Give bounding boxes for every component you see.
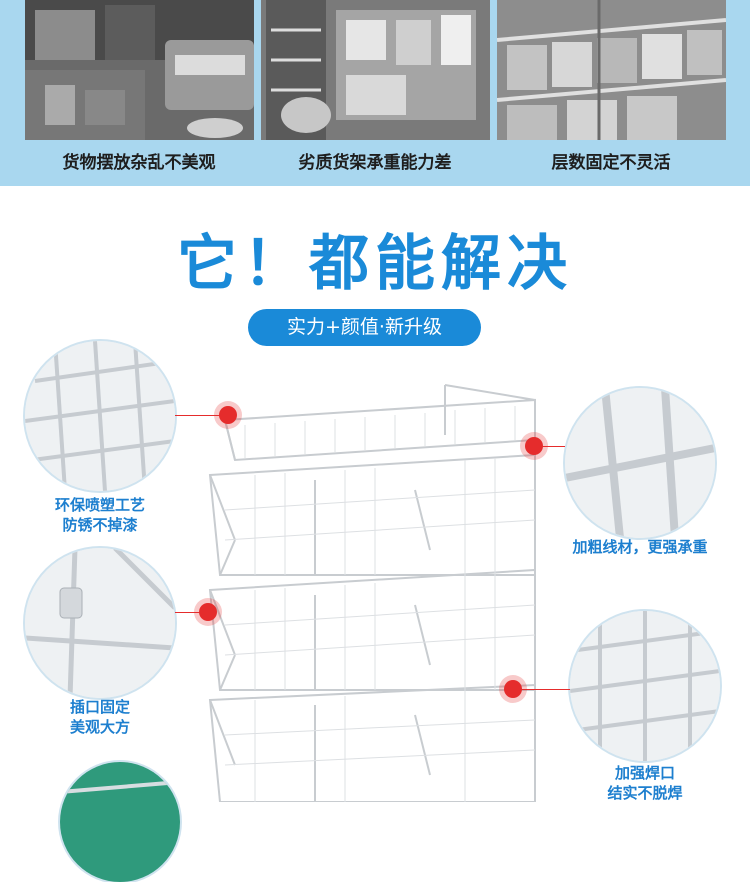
problem-caption-2: 劣质货架承重能力差 — [298, 153, 452, 173]
coating-detail-circle — [25, 341, 175, 491]
weld-detail-circle — [570, 611, 720, 761]
problem-caption-1: 货物摆放杂乱不美观 — [62, 153, 216, 173]
marker-line-4 — [520, 689, 570, 690]
base-detail-circle — [60, 762, 180, 882]
marker-dot-2 — [525, 437, 543, 455]
cluttered-shelf-photo — [25, 0, 254, 140]
upgrade-badge: 实力+颜值·新升级 — [248, 309, 481, 346]
marker-dot-3 — [199, 603, 217, 621]
fixed-shelf-photo — [497, 0, 726, 140]
marker-dot-1 — [219, 406, 237, 424]
problem-caption-3: 层数固定不灵活 — [551, 153, 671, 173]
weld-feature-label: 加强焊口 结实不脱焊 — [607, 764, 683, 802]
slot-detail-circle — [25, 548, 175, 698]
coating-feature-label: 环保喷塑工艺 防锈不掉漆 — [54, 496, 145, 534]
poor-rack-photo — [261, 0, 490, 140]
thick-wire-detail-circle — [565, 388, 715, 538]
marker-line-3 — [175, 612, 200, 613]
wire-rack-illustration — [208, 384, 536, 802]
marker-line-1 — [175, 415, 220, 416]
marker-line-2 — [540, 446, 565, 447]
slot-feature-label: 插口固定 美观大方 — [69, 698, 130, 736]
marker-dot-4 — [504, 680, 522, 698]
thick-wire-feature-label: 加粗线材，更强承重 — [572, 538, 708, 556]
headline: 它！都能解决 — [177, 229, 573, 299]
